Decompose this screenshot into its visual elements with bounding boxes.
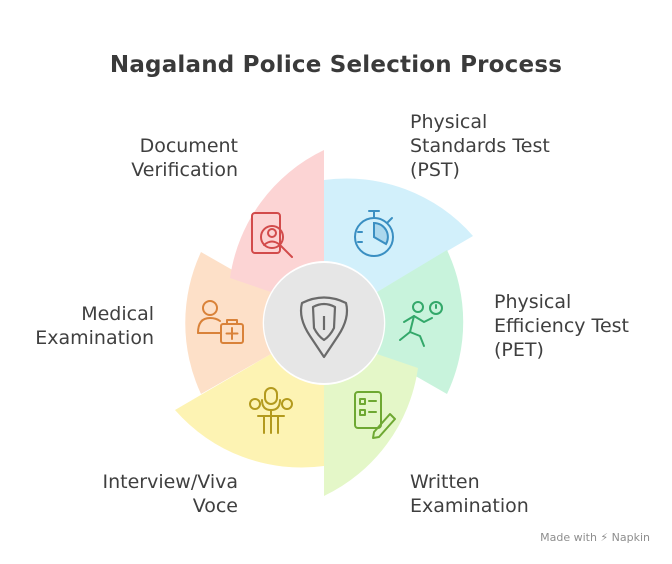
police-badge-icon	[299, 296, 349, 359]
running-person-icon	[399, 301, 443, 347]
written-exam-icon	[354, 391, 396, 439]
step-label-pst: Physical Standards Test (PST)	[410, 111, 550, 181]
step-label-interview: Interview/Viva Voce	[102, 471, 239, 517]
segment-interview	[175, 354, 324, 468]
step-label-pet: Physical Efficiency Test (PET)	[494, 291, 629, 361]
step-label-medical: Medical Examination	[35, 303, 154, 349]
stopwatch-icon	[354, 210, 394, 257]
diagram-title: Nagaland Police Selection Process	[109, 52, 563, 78]
segment-document	[230, 150, 324, 292]
segment-written	[324, 354, 418, 496]
step-label-written: Written Examination	[410, 471, 529, 517]
document-search-icon	[251, 212, 293, 258]
interview-microphone-icon	[249, 387, 293, 434]
segment-pst	[324, 178, 473, 292]
step-label-document: Document Verification	[131, 135, 238, 181]
medical-kit-icon	[197, 300, 244, 344]
napkin-watermark: Made with ⚡ Napkin	[540, 531, 650, 544]
segment-pet	[377, 250, 464, 394]
